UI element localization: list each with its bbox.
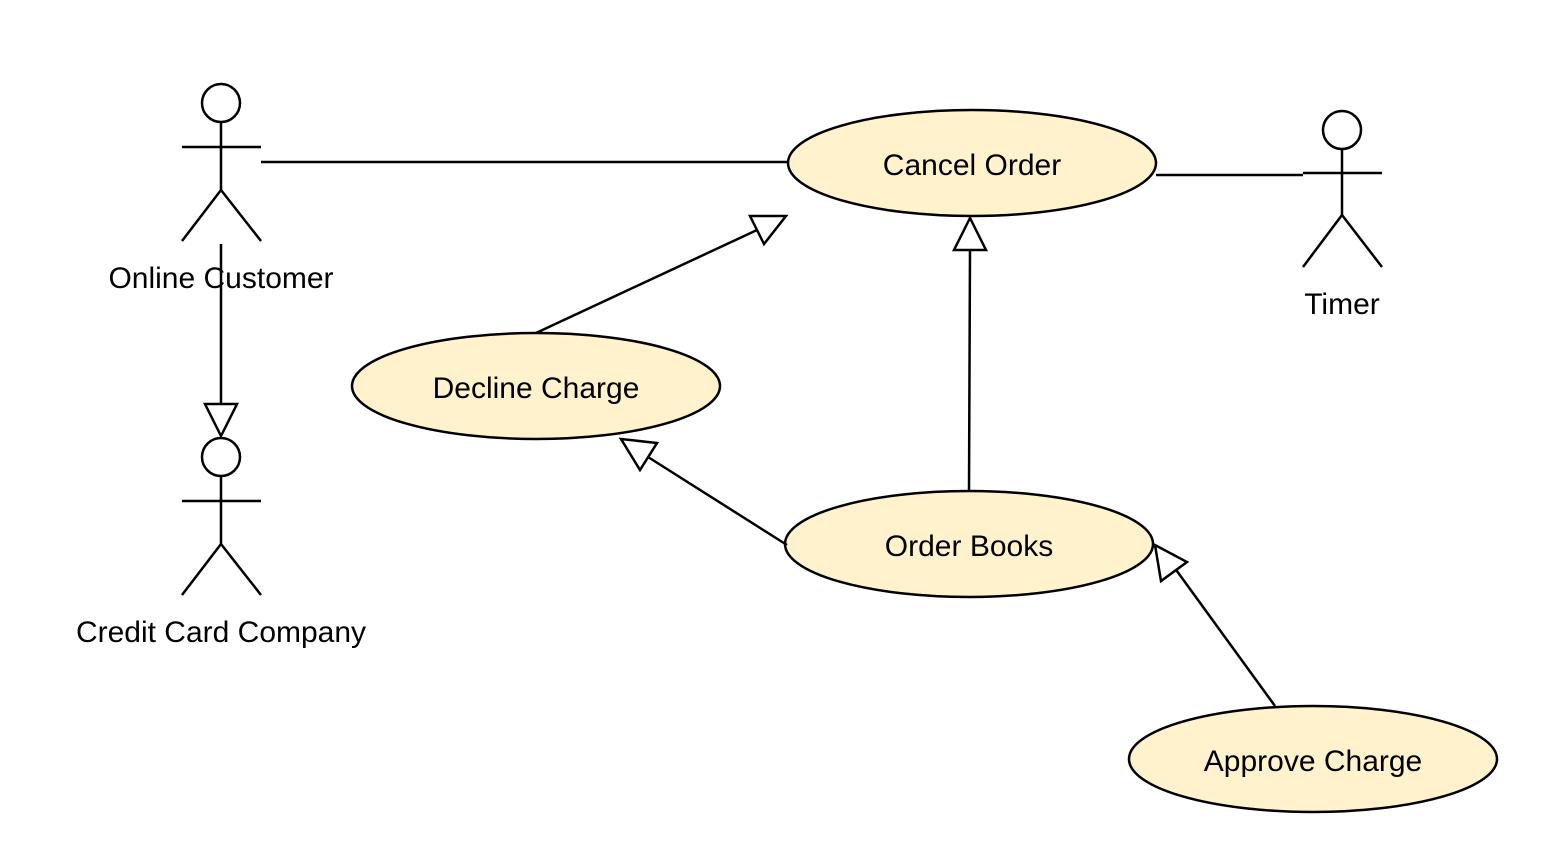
use-case-shape — [1127, 704, 1499, 814]
use-case-label: Approve Charge — [1204, 745, 1422, 778]
actor-label: Online Customer — [108, 262, 333, 295]
actor-right-leg — [1341, 214, 1383, 268]
use-case-decline-charge[interactable]: Decline Charge — [350, 331, 722, 441]
actor-left-leg — [1302, 214, 1343, 268]
actor-head — [1321, 109, 1363, 151]
actor-label: Credit Card Company — [76, 616, 366, 649]
use-case-cancel-order[interactable]: Cancel Order — [786, 108, 1158, 218]
generalization-arrowhead — [951, 215, 989, 252]
generalization-order-books-decline-charge[interactable] — [618, 437, 788, 547]
use-case-label: Decline Charge — [433, 372, 640, 405]
generalization-order-books-cancel-order[interactable] — [951, 215, 989, 492]
generalization-arrowhead — [618, 437, 660, 473]
generalization-arrowhead — [202, 402, 240, 439]
generalization-approve-charge-order-books[interactable] — [1153, 542, 1277, 707]
actor-timer[interactable]: Timer — [1302, 109, 1383, 321]
generalization-line — [647, 455, 788, 547]
use-case-label: Cancel Order — [883, 149, 1061, 182]
actor-right-leg — [220, 543, 262, 596]
generalization-line — [535, 228, 758, 335]
use-case-label: Order Books — [885, 530, 1053, 563]
actor-credit-card-company[interactable]: Credit Card Company — [76, 436, 366, 649]
actor-left-leg — [181, 189, 222, 242]
generalization-arrowhead — [1153, 542, 1190, 584]
generalization-line — [1172, 566, 1277, 707]
actor-label: Timer — [1304, 288, 1380, 321]
generalization-arrowhead — [747, 214, 789, 247]
actor-head — [200, 436, 242, 478]
actor-right-leg — [220, 189, 262, 242]
actor-online-customer[interactable]: Online Customer — [108, 82, 334, 295]
actor-head — [200, 82, 242, 124]
generalization-line — [967, 249, 972, 492]
use-case-order-books[interactable]: Order Books — [783, 489, 1155, 599]
actor-left-leg — [181, 543, 222, 596]
generalization-decline-charge-cancel-order[interactable] — [535, 214, 789, 335]
use-case-approve-charge[interactable]: Approve Charge — [1127, 704, 1499, 814]
generalization-online-customer-credit-card-company[interactable] — [202, 244, 240, 439]
